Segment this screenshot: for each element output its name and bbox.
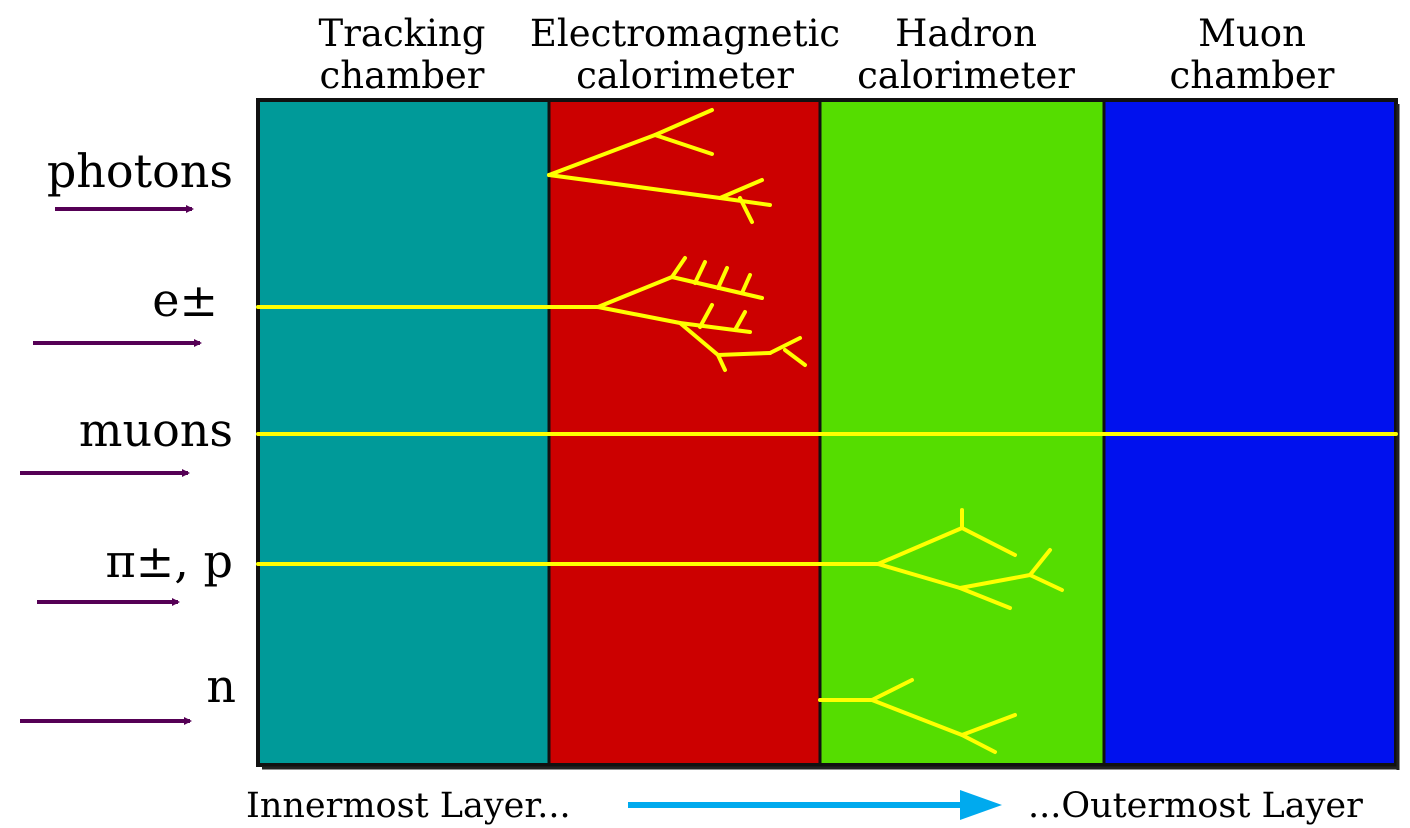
- layer-tracking-title-line1: Tracking: [319, 12, 486, 55]
- particle-label-photons: photons: [47, 144, 233, 198]
- layer-em-calorimeter-title-line1: Electromagnetic: [530, 12, 840, 55]
- electron-track: [256, 256, 807, 372]
- footer-outermost-label: ...Outermost Layer: [1028, 786, 1363, 826]
- particle-label-neutrons: n: [206, 659, 236, 713]
- layer-muon-chamber-title-line2: chamber: [1170, 54, 1335, 97]
- layer-hadron-calorimeter-title-line1: Hadron: [895, 12, 1037, 55]
- layer-em-calorimeter-title-line2: calorimeter: [576, 54, 794, 97]
- particle-label-electrons: e±: [152, 273, 218, 327]
- particle-label-muons: muons: [79, 403, 233, 457]
- neutron-shower-track: [818, 678, 1017, 754]
- particle-label-pions-protons: π±, p: [106, 534, 233, 588]
- pion-proton-track: [256, 508, 1064, 610]
- layer-tracking-title-line2: chamber: [320, 54, 485, 97]
- layer-hadron-calorimeter-title-line2: calorimeter: [857, 54, 1075, 97]
- layer-muon-chamber-title-line1: Muon: [1198, 12, 1306, 55]
- direction-arrow-icon: [960, 790, 1002, 820]
- photon-shower-track: [547, 108, 772, 224]
- footer-innermost-label: Innermost Layer...: [246, 786, 571, 826]
